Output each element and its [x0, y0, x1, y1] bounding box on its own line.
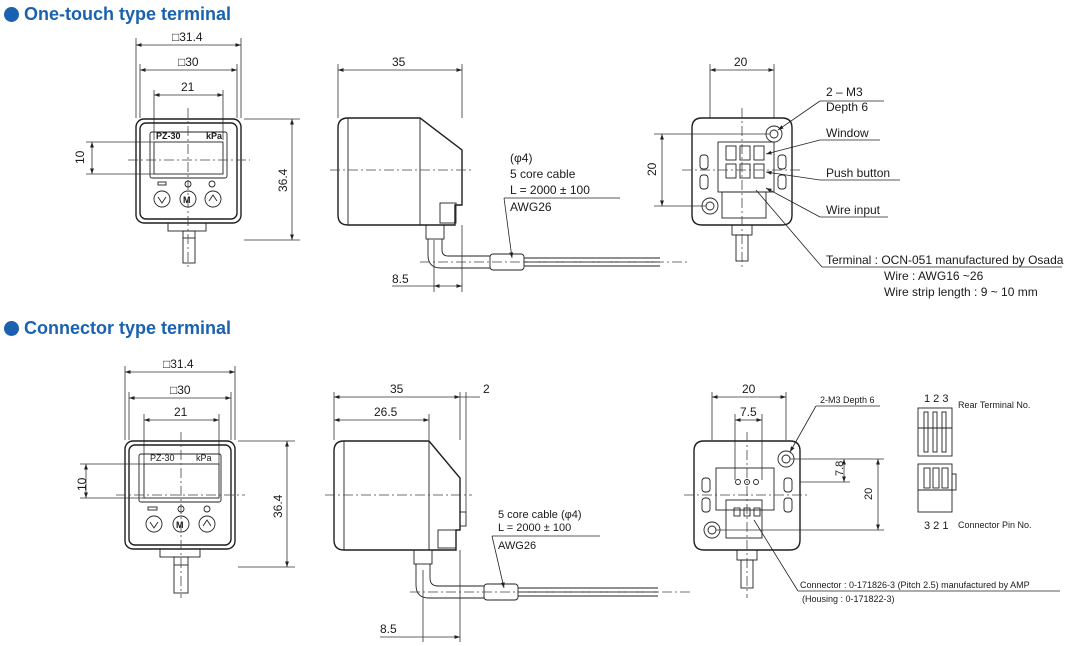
- rear-terminal-label: Rear Terminal No.: [958, 400, 1030, 410]
- dim-length-label: 35: [392, 55, 406, 69]
- pin-diagrams: 1 2 3 Rear Terminal No. 3 2 1 Connector …: [917, 393, 1032, 532]
- side-view-one-touch: 35 8.5 (φ4) 5 core cable L = 2000 ± 100 …: [330, 55, 690, 292]
- label-depth: Depth 6: [826, 100, 868, 114]
- connector-pin-numbers: 3 2 1: [924, 520, 948, 532]
- label-housing: (Housing : 0-171822-3): [802, 594, 895, 604]
- svg-text:M: M: [176, 520, 184, 530]
- up-button-icon: [204, 190, 222, 208]
- side-view-connector: 35 2 26.5 8.5 5 core cable (φ4) L = 2000…: [325, 382, 690, 642]
- cable-length-label: L = 2000 ± 100: [510, 183, 590, 197]
- rear-dim-height-label: 20: [863, 488, 875, 500]
- label-terminal: Terminal : OCN-051 manufactured by Osada: [826, 253, 1064, 267]
- dim-height-label: 36.4: [271, 494, 285, 518]
- down-button-icon: [145, 515, 163, 533]
- rear-terminal-numbers: 1 2 3: [924, 393, 948, 405]
- label-m3: 2 – M3: [826, 85, 863, 99]
- cable-length-label: L = 2000 ± 100: [498, 522, 571, 534]
- up-button-icon: [198, 515, 216, 533]
- cable-core-label: 5 core cable: [510, 167, 576, 181]
- dim-bottom-label: 8.5: [392, 272, 409, 286]
- rear-dim-pitch-label: 7.5: [740, 405, 757, 419]
- bullet-icon: [4, 321, 19, 336]
- bullet-icon: [4, 7, 19, 22]
- rear-view-one-touch: 20 20 2 – M3 Depth 6 Window Push button: [645, 55, 1064, 299]
- rear-dim-width-label: 20: [742, 382, 756, 396]
- dim-bottom-label: 8.5: [380, 622, 397, 636]
- dim-window-label: 21: [174, 405, 188, 419]
- dim-outer-label: □31.4: [172, 30, 203, 44]
- dim-left-label: 10: [75, 477, 89, 491]
- section-title-one-touch: One-touch type terminal: [4, 4, 231, 25]
- unit-label: kPa: [196, 453, 212, 463]
- svg-text:M: M: [183, 195, 191, 205]
- model-label: PZ-30: [150, 453, 175, 463]
- model-label: PZ-30: [156, 131, 181, 141]
- dim-body-label: □30: [178, 55, 199, 69]
- connector-pin-label: Connector Pin No.: [958, 520, 1032, 530]
- section-title-connector: Connector type terminal: [4, 318, 231, 339]
- cable-awg-label: AWG26: [510, 200, 552, 214]
- cable-awg-label: AWG26: [498, 540, 536, 552]
- front-view-connector: □31.4 □30 21 PZ-30 kPa M 10: [75, 357, 295, 598]
- dim-outer-label: □31.4: [163, 357, 194, 371]
- label-connector: Connector : 0-171826-3 (Pitch 2.5) manuf…: [800, 580, 1030, 590]
- label-push-button: Push button: [826, 166, 890, 180]
- section-title-text: One-touch type terminal: [24, 4, 232, 24]
- rear-dim-small-label: 7.8: [834, 461, 846, 476]
- down-button-icon: [153, 190, 171, 208]
- label-strip: Wire strip length : 9 ~ 10 mm: [884, 285, 1038, 299]
- dim-inner-label: 26.5: [374, 405, 398, 419]
- unit-label: kPa: [206, 131, 223, 141]
- label-wire: Wire : AWG16 ~26: [884, 269, 984, 283]
- rear-dim-height-label: 20: [645, 162, 659, 176]
- label-wire-input: Wire input: [826, 203, 881, 217]
- label-m3: 2-M3 Depth 6: [820, 395, 875, 405]
- rear-view-connector: 20 7.5 7.8 20 2-M3 Depth 6: [684, 382, 1060, 604]
- dim-window-label: 21: [181, 80, 195, 94]
- dim-body-label: □30: [170, 383, 191, 397]
- dim-step-label: 2: [483, 382, 490, 396]
- dim-height-label: 36.4: [276, 168, 290, 192]
- cable-dia-label: (φ4): [510, 151, 532, 165]
- front-view-one-touch: □31.4 □30 21 PZ-30 kPa M: [73, 30, 300, 268]
- section-title-text: Connector type terminal: [24, 318, 232, 338]
- cable-core-label: 5 core cable (φ4): [498, 509, 582, 521]
- dim-left-label: 10: [73, 150, 87, 164]
- label-window: Window: [826, 126, 869, 140]
- rear-dim-width-label: 20: [734, 55, 748, 69]
- dim-length-label: 35: [390, 382, 404, 396]
